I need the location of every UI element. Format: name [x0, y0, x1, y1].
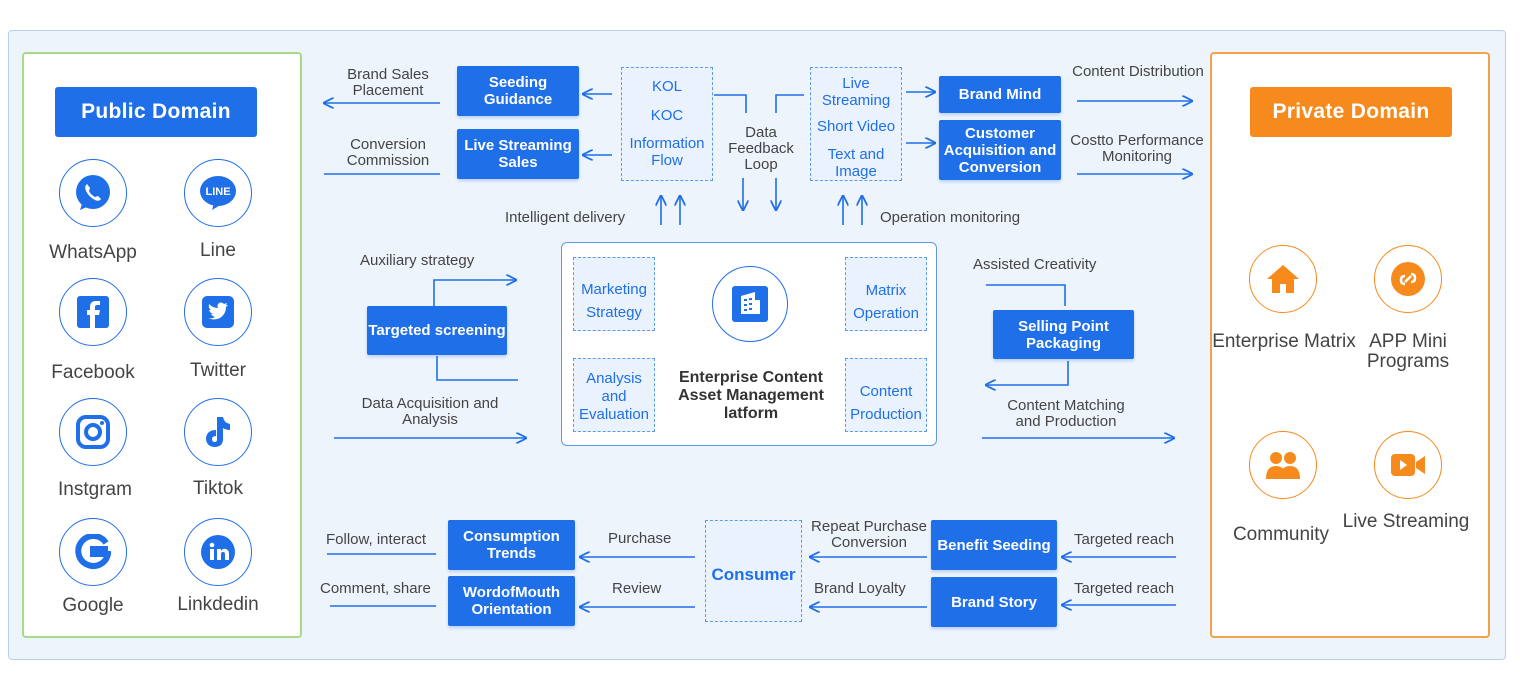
module-content-production-box — [845, 358, 927, 432]
google-icon — [59, 518, 127, 586]
module-marketing-strategy-box — [573, 257, 655, 331]
label-brand-sales-placement: Brand Sales Placement — [347, 66, 429, 99]
instagram-icon — [59, 398, 127, 466]
app-label-whatsapp: WhatsApp — [49, 242, 137, 263]
video-camera-icon — [1374, 431, 1442, 499]
app-label-linkedin: Linkdedin — [177, 594, 259, 615]
customer-acquisition-box: Customer Acquisition and Conversion — [939, 120, 1061, 180]
label-purchase: Purchase — [608, 530, 672, 547]
channel-kol: KOL — [651, 78, 682, 95]
line-icon: LINE — [184, 159, 252, 227]
consumer-label: Consumer — [711, 565, 796, 584]
label-data-feedback-loop: Data Feedback Loop — [728, 124, 794, 173]
brand-mind-box: Brand Mind — [939, 76, 1061, 113]
app-label-facebook: Facebook — [51, 362, 135, 383]
tiktok-icon — [184, 398, 252, 466]
live-streaming-sales-box: Live Streaming Sales — [457, 129, 579, 179]
private-label-enterprise-matrix: Enterprise Matrix — [1212, 331, 1356, 352]
people-icon — [1249, 431, 1317, 499]
label-operation-monitoring: Operation monitoring — [880, 209, 1021, 226]
label-intelligent-delivery: Intelligent delivery — [505, 209, 626, 226]
module-matrix-operation: Matrix Operation — [853, 282, 919, 322]
label-assisted-creativity: Assisted Creativity — [973, 256, 1097, 273]
module-analysis-evaluation-box — [573, 358, 655, 432]
brand-story-box: Brand Story — [931, 577, 1057, 627]
label-content-distribution: Content Distribution — [1072, 63, 1204, 80]
linkedin-icon — [184, 518, 252, 586]
label-auxiliary-strategy: Auxiliary strategy — [360, 252, 475, 269]
formats-box — [810, 67, 902, 181]
format-short-video: Short Video — [816, 118, 896, 135]
channel-koc: KOC — [650, 107, 684, 124]
format-live-streaming: Live Streaming — [821, 75, 891, 109]
private-label-app-mini-programs: APP Mini Programs — [1366, 331, 1450, 372]
module-analysis-evaluation: Analysis and Evaluation — [578, 370, 650, 423]
public-domain-title: Public Domain — [55, 87, 257, 137]
svg-text:LINE: LINE — [205, 186, 230, 198]
seeding-guidance-box: Seeding Guidance — [457, 66, 579, 116]
label-targeted-reach-1: Targeted reach — [1074, 531, 1175, 548]
module-marketing-strategy: Marketing Strategy — [581, 281, 647, 321]
app-label-instagram: Instgram — [58, 479, 132, 500]
twitter-icon — [184, 278, 252, 346]
private-label-community: Community — [1232, 524, 1330, 545]
label-brand-loyalty: Brand Loyalty — [814, 580, 906, 597]
label-conversion-commission: Conversion Commission — [346, 136, 430, 169]
private-domain-panel — [1210, 52, 1490, 638]
label-content-matching-production: Content Matching and Production — [1007, 397, 1125, 430]
label-follow-interact: Follow, interact — [326, 531, 427, 548]
whatsapp-icon — [59, 159, 127, 227]
platform-title: Enterprise Content Asset Management latf… — [678, 369, 824, 422]
app-label-tiktok: Tiktok — [193, 478, 243, 499]
label-targeted-reach-2: Targeted reach — [1074, 580, 1175, 597]
private-label-live-streaming: Live Streaming — [1342, 511, 1470, 532]
benefit-seeding-box: Benefit Seeding — [931, 520, 1057, 570]
house-icon — [1249, 245, 1317, 313]
label-comment-share: Comment, share — [320, 580, 431, 597]
targeted-screening-box: Targeted screening — [367, 306, 507, 355]
selling-point-packaging-box: Selling Point Packaging — [993, 310, 1134, 359]
app-label-line: Line — [200, 240, 236, 261]
label-review: Review — [612, 580, 662, 597]
channels-box — [621, 67, 713, 181]
module-content-production: Content Production — [850, 383, 922, 423]
app-label-google: Google — [62, 595, 124, 616]
label-data-acquisition-analysis: Data Acquisition and Analysis — [361, 395, 499, 428]
facebook-icon — [59, 278, 127, 346]
module-matrix-operation-box — [845, 257, 927, 331]
private-domain-title: Private Domain — [1250, 87, 1452, 137]
wordofmouth-orientation-box: WordofMouth Orientation — [448, 576, 575, 626]
building-icon — [712, 266, 788, 342]
link-icon — [1374, 245, 1442, 313]
app-label-twitter: Twitter — [190, 360, 246, 381]
consumer-box — [705, 520, 802, 622]
label-repeat-purchase-conversion: Repeat Purchase Conversion — [811, 518, 927, 551]
format-text-and-image: Text and Image — [827, 146, 885, 180]
label-cost-performance-monitoring: Costto Performance Monitoring — [1070, 132, 1204, 165]
channel-information-flow: Information Flow — [629, 135, 705, 169]
consumption-trends-box: Consumption Trends — [448, 520, 575, 570]
